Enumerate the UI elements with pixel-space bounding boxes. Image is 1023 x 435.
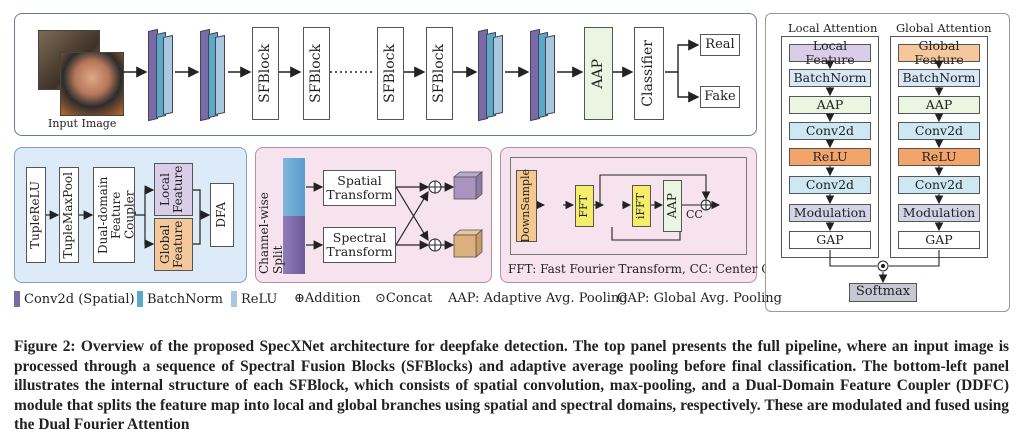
split-top [283,158,305,216]
split-feature-map [283,158,305,274]
input-image [38,30,130,116]
local-step-label: GAP [816,232,844,248]
fft-block: FFT [575,185,594,227]
sfblock-2: SFBlock [303,27,330,120]
dfa-block: DFA [210,183,234,247]
spectral-aap-block: AAP [663,180,682,232]
legend-concat-text: ⊙Concat [375,291,433,306]
sfblock-3: SFBlock [377,27,404,120]
ifft-block: iFFT [632,185,651,227]
legend-relu-text: ReLU [241,291,278,307]
local-feature-block: Local Feature [154,163,193,216]
legend-concat: ⊙Concat [375,291,432,306]
sfblock-4: SFBlock [426,27,453,120]
legend-gap: GAP: Global Avg. Pooling [617,291,782,306]
global-step-label: AAP [925,97,953,113]
legend-aap: AAP: Adaptive Avg. Pooling [448,291,628,306]
legend-conv-swatch [14,291,20,307]
legend-add-text: ⊕Addition [294,291,361,306]
global-step-1: BatchNorm [898,69,980,87]
global-feature-block: Global Feature [154,218,193,271]
aap-block: AAP [584,27,613,120]
local-step-0: Local Feature [789,39,871,66]
global-step-4: ReLU [898,148,980,166]
local-step-4: ReLU [789,148,871,166]
cc-label: CC [686,208,703,221]
local-step-label: Conv2d [805,177,855,193]
output-fake: Fake [700,86,740,108]
local-attention-title: Local Attention [788,21,878,35]
softmax-block: Softmax [849,283,917,302]
spatial-transform-label: Spatial Transform [326,173,393,202]
global-step-label: ReLU [921,149,957,165]
legend-relu-swatch [231,291,237,307]
spectral-inner-box [510,157,747,255]
local-step-label: AAP [816,97,844,113]
global-step-0: Global Feature [898,39,980,66]
spatial-transform-block: Spatial Transform [323,170,396,206]
local-step-label: Modulation [793,205,867,221]
global-step-label: Modulation [902,205,976,221]
input-image-label: Input Image [48,117,117,130]
global-step-5: Conv2d [898,176,980,194]
local-step-label: BatchNorm [793,70,867,86]
spectral-transform-panel [500,147,757,283]
spectral-transform-block: Spectral Transform [323,227,396,263]
downsample-block: DownSample [516,169,537,243]
global-step-6: Modulation [898,204,980,222]
softmax-label: Softmax [855,284,911,300]
spectral-note: FFT: Fast Fourier Transform, CC: Center … [508,262,792,276]
legend-bn: BatchNorm [137,291,223,307]
legend-bn-text: BatchNorm [147,291,223,307]
legend-conv-text: Conv2d (Spatial) [24,291,135,307]
global-step-label: Global Feature [914,38,964,67]
global-step-label: BatchNorm [902,70,976,86]
output-fake-label: Fake [704,88,736,104]
ddfc-block: Dual-domain Feature Coupler [93,167,136,263]
legend-bn-swatch [137,291,143,307]
legend-relu: ReLU [231,291,277,307]
global-step-label: Conv2d [914,123,964,139]
tuplerelu-block: TupleReLU [26,167,46,263]
tuplemaxpool-block: TupleMaxPool [59,167,79,263]
classifier-block: Classifier [634,27,664,120]
face-photo [60,52,124,116]
local-step-label: Conv2d [805,123,855,139]
local-step-1: BatchNorm [789,69,871,87]
local-step-7: GAP [789,231,871,249]
split-bottom [283,216,305,274]
output-real: Real [700,34,740,56]
sfblock-1: SFBlock [252,27,279,120]
legend-add: ⊕Addition [294,291,361,306]
output-real-label: Real [705,36,735,52]
figure-caption: Figure 2: Overview of the proposed SpecX… [14,338,1009,434]
local-step-label: ReLU [812,149,848,165]
local-step-5: Conv2d [789,176,871,194]
legend-conv: Conv2d (Spatial) [14,291,135,307]
global-step-label: GAP [925,232,953,248]
global-step-7: GAP [898,231,980,249]
legend-gap-text: GAP: Global Avg. Pooling [617,291,782,306]
global-attention-title: Global Attention [896,21,992,35]
global-step-label: Conv2d [914,177,964,193]
global-step-3: Conv2d [898,122,980,140]
spectral-transform-label: Spectral Transform [326,230,393,259]
legend-aap-text: AAP: Adaptive Avg. Pooling [448,291,628,306]
local-step-6: Modulation [789,204,871,222]
global-step-2: AAP [898,96,980,114]
local-step-label: Local Feature [805,38,855,67]
